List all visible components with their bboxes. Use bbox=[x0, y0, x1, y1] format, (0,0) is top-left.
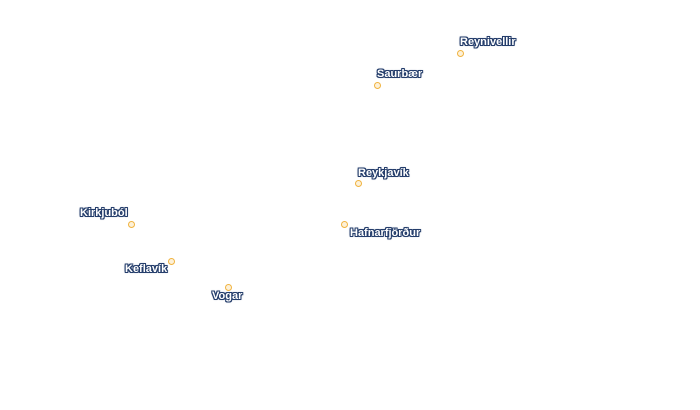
place-label: Hafnarfjörður bbox=[350, 227, 421, 239]
place-label: Vogar bbox=[212, 290, 243, 302]
place-marker-icon[interactable] bbox=[167, 257, 175, 265]
place-marker-icon[interactable] bbox=[373, 81, 381, 89]
place-label: Reykjavík bbox=[358, 167, 409, 179]
place-label: Reynivellir bbox=[460, 36, 516, 48]
place-label: Keflavík bbox=[125, 263, 168, 275]
place-marker-icon[interactable] bbox=[127, 220, 135, 228]
place-marker-icon[interactable] bbox=[456, 49, 464, 57]
place-label: Kirkjuból bbox=[80, 207, 128, 219]
place-marker-icon[interactable] bbox=[354, 179, 362, 187]
place-label: Saurbær bbox=[377, 68, 423, 80]
place-marker-icon[interactable] bbox=[340, 220, 348, 228]
place-marker-icon[interactable] bbox=[224, 283, 232, 291]
